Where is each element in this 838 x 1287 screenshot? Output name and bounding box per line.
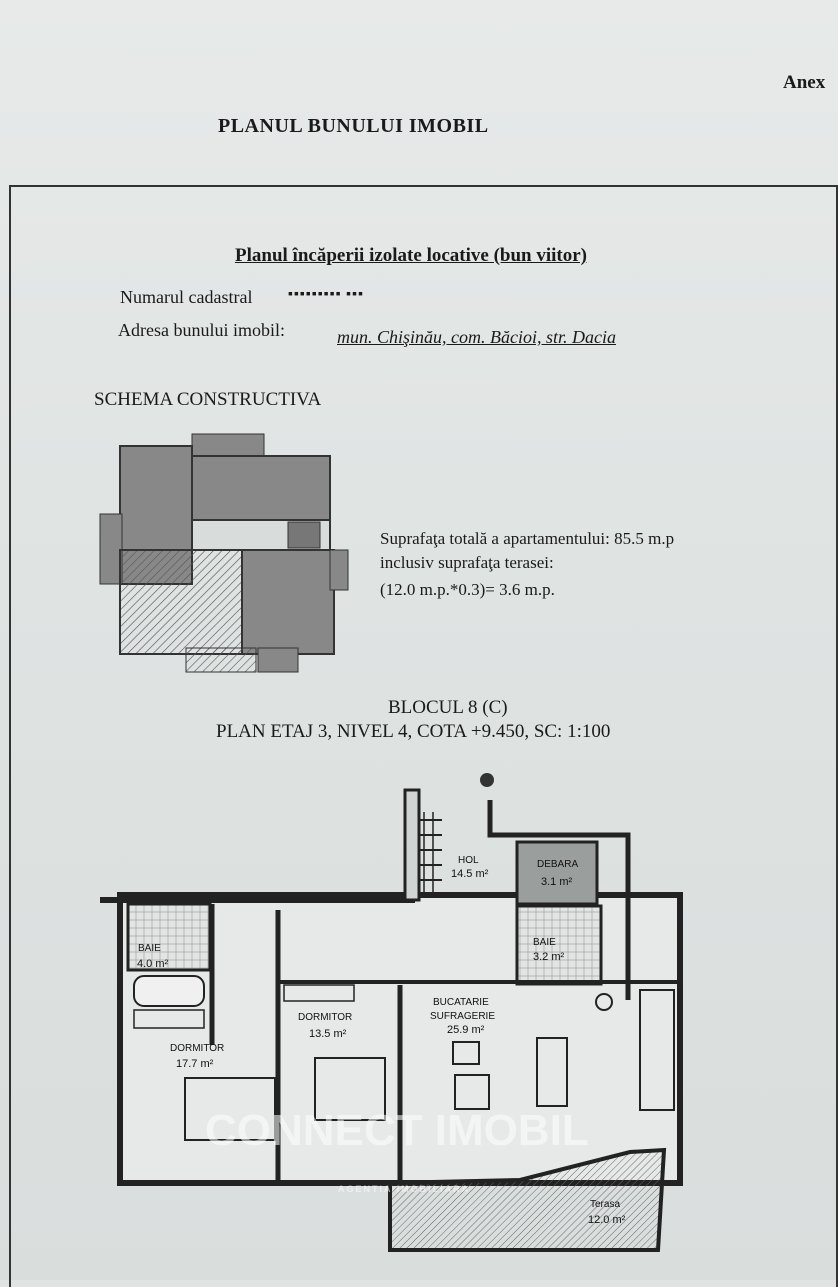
room-baie2-label: BAIE [533, 937, 556, 948]
watermark: CONNECT IMOBIL AGENTIA IMOBILIARA [205, 1106, 589, 1194]
room-sufragerie-label: SUFRAGERIE [430, 1011, 495, 1022]
room-debara-label: DEBARA [537, 859, 578, 870]
document-frame [9, 185, 838, 1287]
room-hol-area: 14.5 m² [451, 868, 489, 880]
wardrobe-icon [133, 1009, 205, 1029]
schema-building [99, 433, 349, 673]
armchair-icon [452, 1041, 480, 1065]
dining-table-icon [536, 1037, 568, 1107]
cadastral-label: Numarul cadastral [120, 287, 253, 307]
watermark-tagline: AGENTIA IMOBILIARA [338, 1184, 470, 1194]
room-baie1-label: BAIE [138, 943, 161, 954]
block-title: BLOCUL 8 (C) [388, 697, 508, 718]
room-dormitor1-area: 13.5 m² [309, 1028, 347, 1040]
room-sufragerie-area: 25.9 m² [447, 1024, 485, 1036]
room-dormitor1-label: DORMITOR [298, 1012, 352, 1023]
room-debara-area: 3.1 m² [541, 876, 573, 888]
room-baie1-area: 4.0 m² [137, 958, 169, 970]
bed-icon [314, 1057, 386, 1121]
room-dormitor2-label: DORMITOR [170, 1043, 224, 1054]
address-value: mun. Chişinău, com. Băcioi, str. Dacia [337, 327, 616, 347]
coffee-table-icon [454, 1074, 490, 1110]
page-title: PLANUL BUNULUI IMOBIL [218, 115, 489, 137]
surface-total: Suprafaţa totală a apartamentului: 85.5 … [380, 529, 675, 548]
bed-icon [184, 1077, 276, 1141]
annex-label: Anex [783, 72, 826, 93]
schema-title: SCHEMA CONSTRUCTIVA [94, 389, 322, 410]
room-baie2-area: 3.2 m² [533, 951, 565, 963]
room-terasa-label: Terasa [590, 1199, 620, 1210]
floor-plan [100, 773, 683, 1252]
plan-level: PLAN ETAJ 3, NIVEL 4, COTA +9.450, SC: 1… [216, 721, 611, 742]
watermark-brand: CONNECT IMOBIL [205, 1106, 589, 1155]
stair-hatching [420, 812, 442, 895]
address-label: Adresa bunului imobil: [118, 320, 285, 340]
room-labels: HOL 14.5 m² DEBARA 3.1 m² BAIE 4.0 m² BA… [137, 855, 626, 1226]
surface-terrace-label: inclusiv suprafaţa terasei: [380, 553, 554, 572]
wardrobe-icon [283, 984, 355, 1002]
cadastral-value: ▪▪▪▪▪▪▪▪▪ ▪▪▪ [288, 287, 365, 302]
room-dormitor2-area: 17.7 m² [176, 1058, 214, 1070]
room-bucatarie-label: BUCATARIE [433, 997, 489, 1008]
bathtub-icon [133, 975, 205, 1007]
surface-terrace-calc: (12.0 m.p.*0.3)= 3.6 m.p. [380, 580, 555, 599]
sink-icon [595, 993, 613, 1011]
room-terasa-area: 12.0 m² [588, 1214, 626, 1226]
room-hol-label: HOL [458, 855, 479, 866]
kitchen-counter-icon [639, 989, 675, 1111]
section-subtitle: Planul încăperii izolate locative (bun v… [235, 245, 587, 266]
entrance-marker-icon [480, 773, 494, 787]
